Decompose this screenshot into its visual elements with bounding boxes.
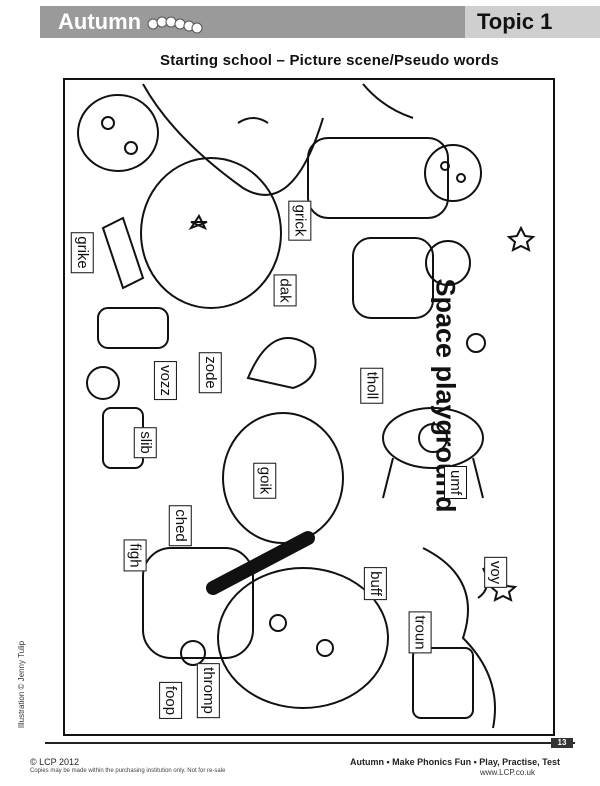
footer-website: www.LCP.co.uk bbox=[480, 768, 535, 777]
word-label-tholl: tholl bbox=[360, 367, 384, 403]
word-label-thromp: thromp bbox=[196, 662, 220, 718]
footer-note: Copies may be made within the purchasing… bbox=[30, 768, 226, 774]
word-label-buff: buff bbox=[363, 566, 387, 600]
word-label-zode: zode bbox=[198, 351, 222, 393]
caterpillar-icon bbox=[147, 16, 203, 34]
word-label-troun: troun bbox=[408, 610, 432, 654]
word-label-umf: umf bbox=[443, 465, 467, 499]
word-label-vozz: vozz bbox=[153, 360, 177, 400]
word-label-slib: slib bbox=[133, 426, 157, 458]
word-label-ched: ched bbox=[168, 504, 192, 546]
season-title: Autumn bbox=[58, 9, 142, 34]
word-label-dak: dak bbox=[273, 273, 297, 307]
picture-frame bbox=[63, 78, 555, 736]
topic-label: Topic 1 bbox=[477, 9, 553, 34]
topic-box bbox=[465, 6, 600, 38]
word-label-grick: grick bbox=[288, 200, 312, 240]
illustration-credit: Illustration © Jenny Tulip bbox=[17, 640, 27, 729]
footer-divider bbox=[45, 742, 575, 744]
space-scene-illustration bbox=[77, 83, 536, 729]
page-subtitle: Starting school – Picture scene/Pseudo w… bbox=[160, 52, 499, 69]
word-label-figh: figh bbox=[123, 538, 147, 572]
word-label-voy: voy bbox=[483, 556, 507, 588]
footer-copyright: © LCP 2012 bbox=[30, 757, 79, 767]
header-bar bbox=[40, 6, 465, 38]
page-number: 13 bbox=[551, 738, 573, 748]
word-label-grike: grike bbox=[70, 231, 94, 273]
footer-series: Autumn • Make Phonics Fun • Play, Practi… bbox=[350, 757, 561, 767]
word-label-goik: goik bbox=[253, 462, 277, 498]
word-label-foop: foop bbox=[158, 681, 182, 719]
